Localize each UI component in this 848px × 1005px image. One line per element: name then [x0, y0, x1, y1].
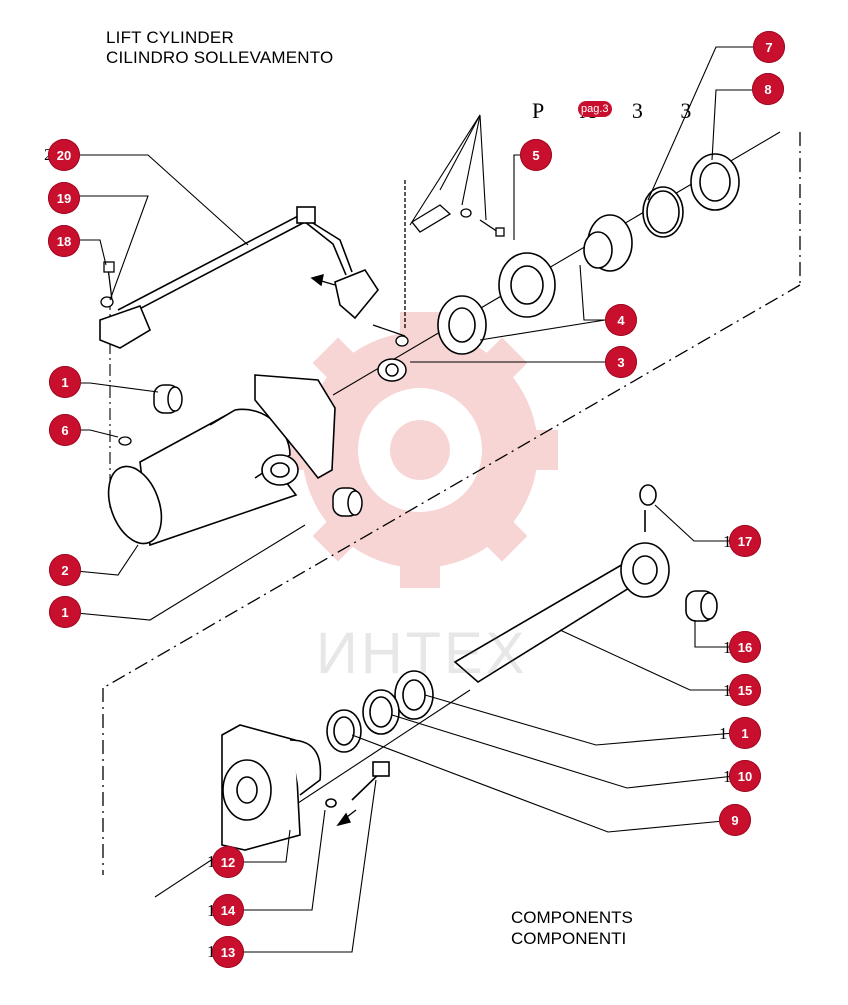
- svg-text:1: 1: [723, 532, 732, 551]
- callout-2[interactable]: 2: [49, 554, 81, 586]
- page-reference: P A 3 3: [532, 98, 708, 123]
- title-en: LIFT CYLINDER: [106, 28, 234, 47]
- callout-9[interactable]: 9: [719, 804, 751, 836]
- watermark-text: ИНТЕХ: [316, 621, 528, 686]
- svg-text:1: 1: [723, 638, 732, 657]
- callout-1-top[interactable]: 1: [49, 366, 81, 398]
- page-reference-badge[interactable]: pag.3: [578, 101, 612, 117]
- callout-12[interactable]: 12: [212, 846, 244, 878]
- callout-6[interactable]: 6: [49, 414, 81, 446]
- title-it: CILINDRO SOLLEVAMENTO: [106, 48, 334, 67]
- callout-7[interactable]: 7: [753, 31, 785, 63]
- callout-15[interactable]: 15: [729, 674, 761, 706]
- callout-16[interactable]: 16: [729, 631, 761, 663]
- callout-17[interactable]: 17: [729, 525, 761, 557]
- components-en: COMPONENTS: [511, 908, 633, 927]
- svg-text:1: 1: [719, 724, 728, 743]
- cylinder-body: [107, 374, 336, 547]
- bushing-1: [153, 384, 183, 414]
- callout-1-mid[interactable]: 1: [49, 596, 81, 628]
- callout-20[interactable]: 20: [48, 139, 80, 171]
- pipe: [99, 206, 379, 349]
- svg-text:1: 1: [207, 852, 216, 871]
- direction-arrows: [310, 274, 357, 827]
- callout-3[interactable]: 3: [605, 346, 637, 378]
- svg-text:1: 1: [207, 942, 216, 961]
- components-it: COMPONENTI: [511, 929, 627, 948]
- callout-13[interactable]: 13: [212, 936, 244, 968]
- callout-1-right[interactable]: 1: [729, 717, 761, 749]
- piston: [377, 358, 407, 382]
- callout-19[interactable]: 19: [48, 182, 80, 214]
- callout-14[interactable]: 14: [212, 894, 244, 926]
- callout-10[interactable]: 10: [729, 760, 761, 792]
- svg-text:1: 1: [723, 767, 732, 786]
- bushing-2: [332, 487, 363, 517]
- svg-text:1: 1: [723, 681, 732, 700]
- assembly-frame: [102, 132, 801, 875]
- svg-text:1: 1: [207, 901, 216, 920]
- callout-4[interactable]: 4: [605, 304, 637, 336]
- cylinder-head: [221, 670, 434, 851]
- callout-18[interactable]: 18: [48, 225, 80, 257]
- seal-group: [437, 153, 740, 355]
- callout-8[interactable]: 8: [752, 73, 784, 105]
- callout-5[interactable]: 5: [520, 139, 552, 171]
- piston-rod: [453, 484, 718, 683]
- fasteners: [100, 180, 505, 446]
